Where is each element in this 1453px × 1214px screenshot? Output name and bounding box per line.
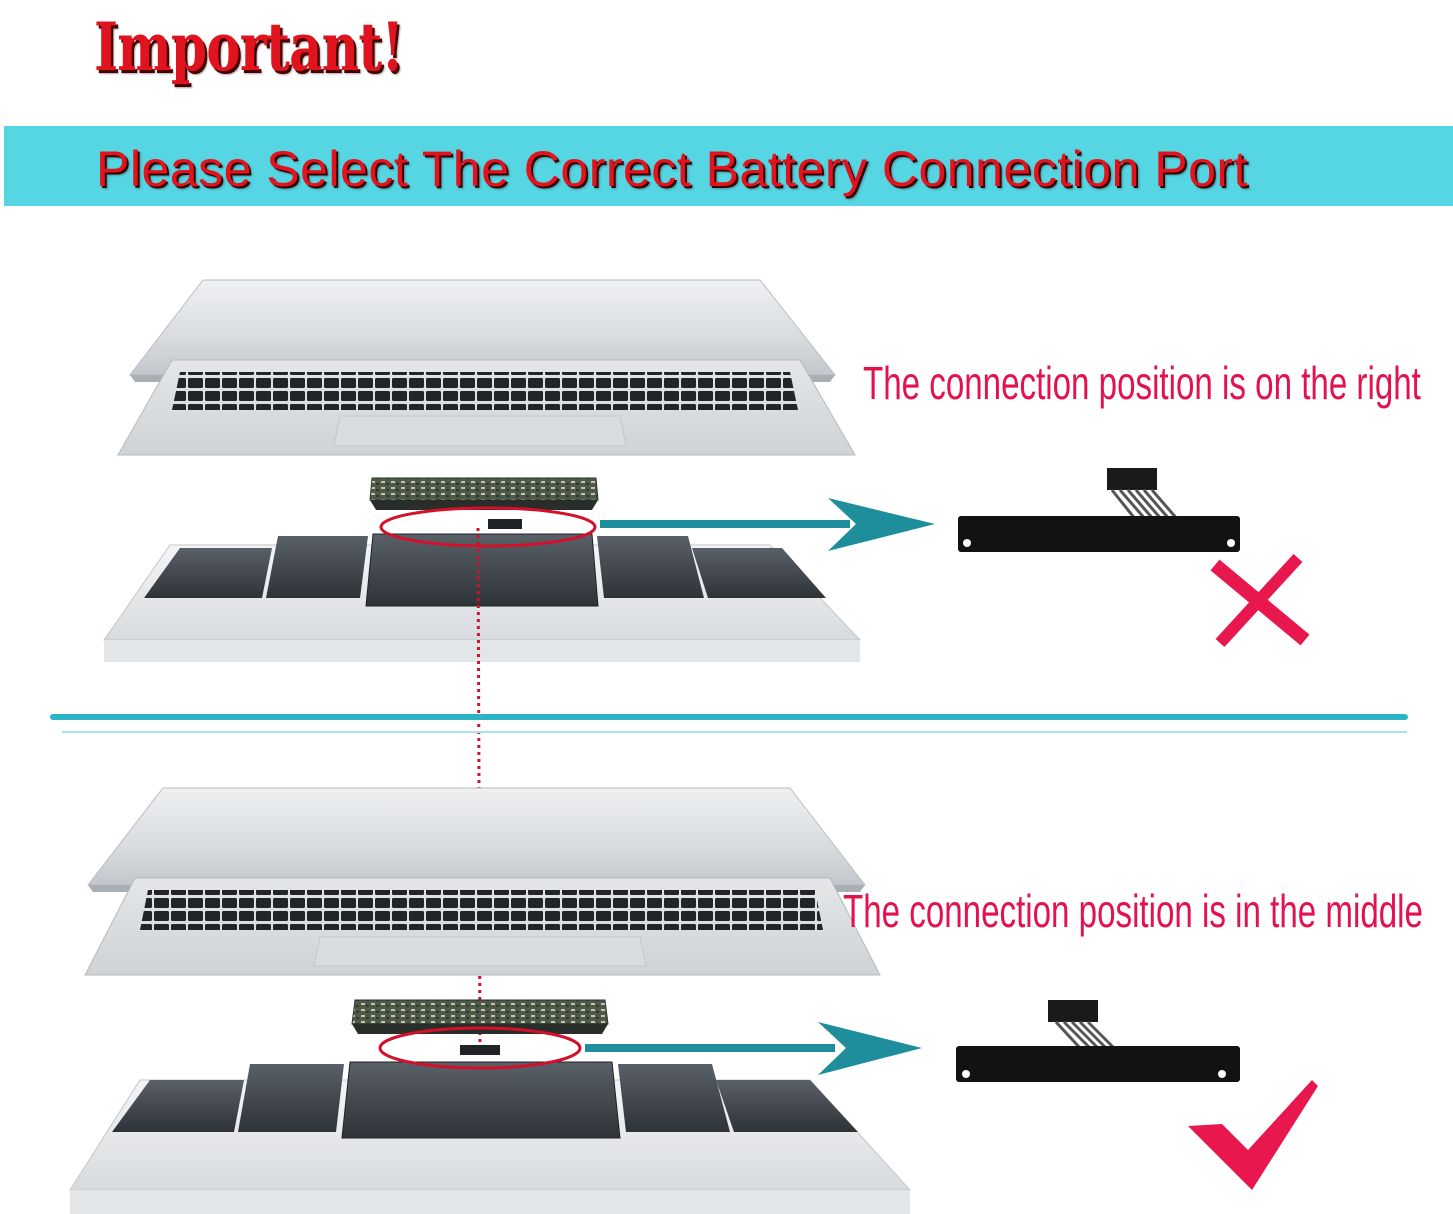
banner-text: Please Select The Correct Battery Connec… [96,141,1248,197]
section-divider-shadow [62,731,1407,733]
battery-connector-right [958,468,1240,552]
cross-icon [1210,553,1310,648]
laptop-top [103,279,862,662]
banner [4,126,1453,206]
laptop-bottom [69,787,912,1214]
caption-incorrect: The connection position is on the right [863,357,1421,409]
checkmark-icon [1188,1080,1318,1190]
arrow-right-icon [585,1022,922,1075]
section-divider [50,714,1408,720]
battery-connector-middle [956,1000,1240,1082]
arrow-right-icon [600,498,935,551]
caption-correct: The connection position is in the middle [843,885,1423,937]
important-heading: Important! [94,8,404,86]
